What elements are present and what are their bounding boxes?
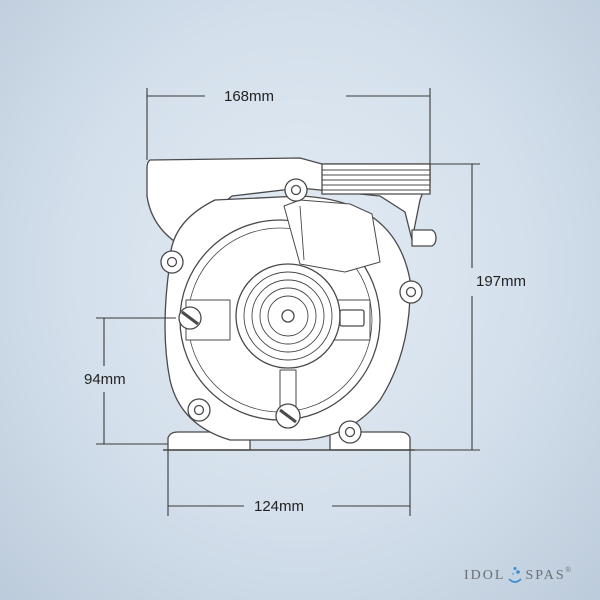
hub-fitting: [339, 309, 365, 327]
dimension-height-label: 197mm: [476, 273, 527, 290]
shaft-center: [281, 309, 295, 323]
drain-screw-bottom: [275, 403, 301, 429]
dimension-lines: [96, 88, 480, 516]
pump-body: [146, 157, 437, 451]
drain-screw-left: [178, 306, 202, 330]
mounting-lug-left: [160, 250, 184, 274]
side-nipple: [411, 229, 437, 247]
mounting-lug-top: [284, 178, 308, 202]
mounting-lug-bottom-right: [338, 420, 362, 444]
logo-left-word: IDOL: [464, 568, 506, 583]
diffuser-block: [283, 199, 381, 273]
threaded-outlet: [321, 163, 431, 195]
mounting-lug-right: [399, 280, 423, 304]
dimension-top-width-label: 168mm: [224, 88, 275, 105]
dimension-base-width-label: 124mm: [254, 498, 305, 515]
outlet-threads: [322, 169, 430, 191]
water-drop-icon: [508, 567, 523, 583]
mounting-lug-bottom-left: [187, 398, 211, 422]
brand-logo: IDOL SPAS ®: [464, 566, 594, 586]
registered-mark: ®: [565, 567, 571, 574]
dimension-shaft-height-label: 94mm: [84, 371, 126, 388]
logo-right-word: SPAS: [525, 568, 566, 583]
